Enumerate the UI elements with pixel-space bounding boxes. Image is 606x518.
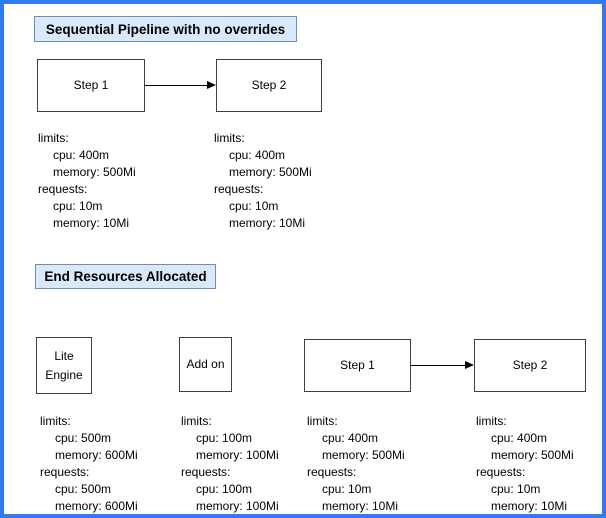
node-label: Add on (186, 357, 225, 372)
resource-line: cpu: 400m (229, 148, 286, 162)
node-step-1: Step 1 (37, 59, 145, 112)
resource-line: memory: 500Mi (491, 448, 574, 462)
resource-line: memory: 10Mi (53, 216, 130, 230)
resource-line: memory: 10Mi (229, 216, 306, 230)
resource-line: requests: (307, 465, 357, 479)
node-label: Step 1 (73, 78, 109, 93)
section-title-sequential-pipeline: Sequential Pipeline with no overrides (34, 16, 297, 42)
node-lite-engine: Lite Engine (36, 337, 92, 394)
resources-step-2: limits: cpu: 400m memory: 500Mi requests… (214, 130, 312, 232)
resource-line: requests: (38, 182, 88, 196)
resources-step-1-end: limits: cpu: 400m memory: 500Mi requests… (307, 413, 405, 514)
resource-line: limits: (476, 414, 507, 428)
resource-line: cpu: 100m (196, 482, 253, 496)
node-step-2: Step 2 (216, 59, 322, 112)
resource-line: limits: (40, 414, 71, 428)
resource-line: cpu: 400m (53, 148, 110, 162)
resource-line: requests: (476, 465, 526, 479)
resource-line: memory: 100Mi (196, 448, 279, 462)
section-title-end-resources: End Resources Allocated (35, 264, 216, 289)
node-add-on: Add on (179, 337, 232, 392)
resource-line: cpu: 100m (196, 431, 253, 445)
resource-line: memory: 100Mi (196, 499, 279, 513)
resources-add-on: limits: cpu: 100m memory: 100Mi requests… (181, 413, 279, 514)
resource-line: cpu: 10m (491, 482, 541, 496)
resource-line: cpu: 400m (491, 431, 548, 445)
node-step-2-end: Step 2 (474, 339, 586, 392)
resource-line: cpu: 10m (322, 482, 372, 496)
resource-line: cpu: 10m (229, 199, 279, 213)
resource-line: limits: (38, 131, 69, 145)
resource-line: requests: (214, 182, 264, 196)
node-label: Step 1 (340, 358, 375, 373)
resource-line: cpu: 500m (55, 482, 112, 496)
arrow-head (207, 81, 216, 89)
arrow-head (465, 361, 474, 369)
node-label: Step 2 (251, 78, 287, 93)
resource-line: memory: 600Mi (55, 499, 138, 513)
resource-line: memory: 500Mi (322, 448, 405, 462)
resource-line: limits: (181, 414, 212, 428)
node-label: Lite Engine (45, 348, 83, 382)
resource-line: limits: (214, 131, 245, 145)
arrow-line (411, 364, 465, 366)
arrow-line (145, 84, 207, 86)
resource-line: cpu: 10m (53, 199, 103, 213)
resource-line: memory: 10Mi (322, 499, 399, 513)
resources-lite-engine: limits: cpu: 500m memory: 600Mi requests… (40, 413, 138, 514)
resources-step-2-end: limits: cpu: 400m memory: 500Mi requests… (476, 413, 574, 514)
arrow-step1-to-step2-end (411, 360, 474, 370)
resource-line: requests: (181, 465, 231, 479)
resource-line: requests: (40, 465, 90, 479)
arrow-step1-to-step2 (145, 80, 216, 90)
resource-line: memory: 500Mi (53, 165, 136, 179)
resource-line: cpu: 400m (322, 431, 379, 445)
resources-step-1: limits: cpu: 400m memory: 500Mi requests… (38, 130, 136, 232)
node-label: Step 2 (512, 358, 548, 373)
node-step-1-end: Step 1 (304, 339, 411, 392)
resource-line: memory: 10Mi (491, 499, 568, 513)
resource-line: memory: 600Mi (55, 448, 138, 462)
resource-line: cpu: 500m (55, 431, 112, 445)
resource-line: memory: 500Mi (229, 165, 312, 179)
resource-line: limits: (307, 414, 338, 428)
